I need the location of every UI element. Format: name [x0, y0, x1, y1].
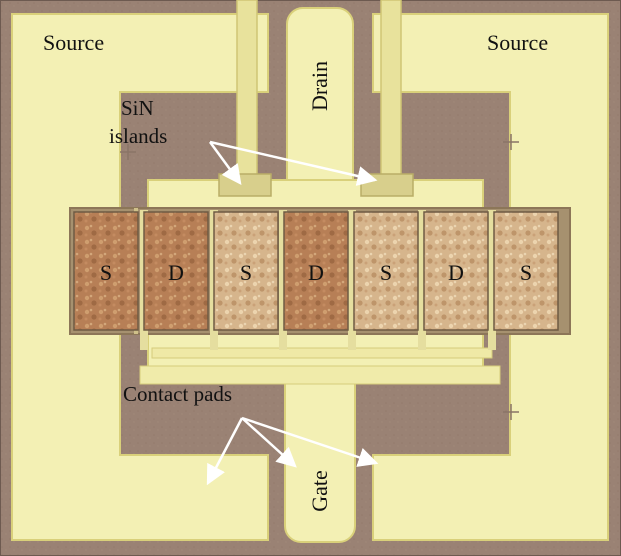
sin-island-left — [219, 174, 271, 196]
source-left-label: Source — [43, 32, 104, 54]
cell-label-7: S — [520, 262, 532, 284]
source-right-label: Source — [487, 32, 548, 54]
cell-label-5: S — [380, 262, 392, 284]
gate-label: Gate — [309, 470, 331, 512]
cell-label-4: D — [308, 262, 324, 284]
contact-pads-label: Contact pads — [123, 384, 232, 405]
sin-islands-label-line1: SiN — [121, 98, 154, 119]
cell-label-1: S — [100, 262, 112, 284]
cell-label-2: D — [168, 262, 184, 284]
cell-label-6: D — [448, 262, 464, 284]
drain-label: Drain — [309, 61, 331, 111]
sin-islands-label-line2: islands — [109, 126, 167, 147]
cell-label-3: S — [240, 262, 252, 284]
